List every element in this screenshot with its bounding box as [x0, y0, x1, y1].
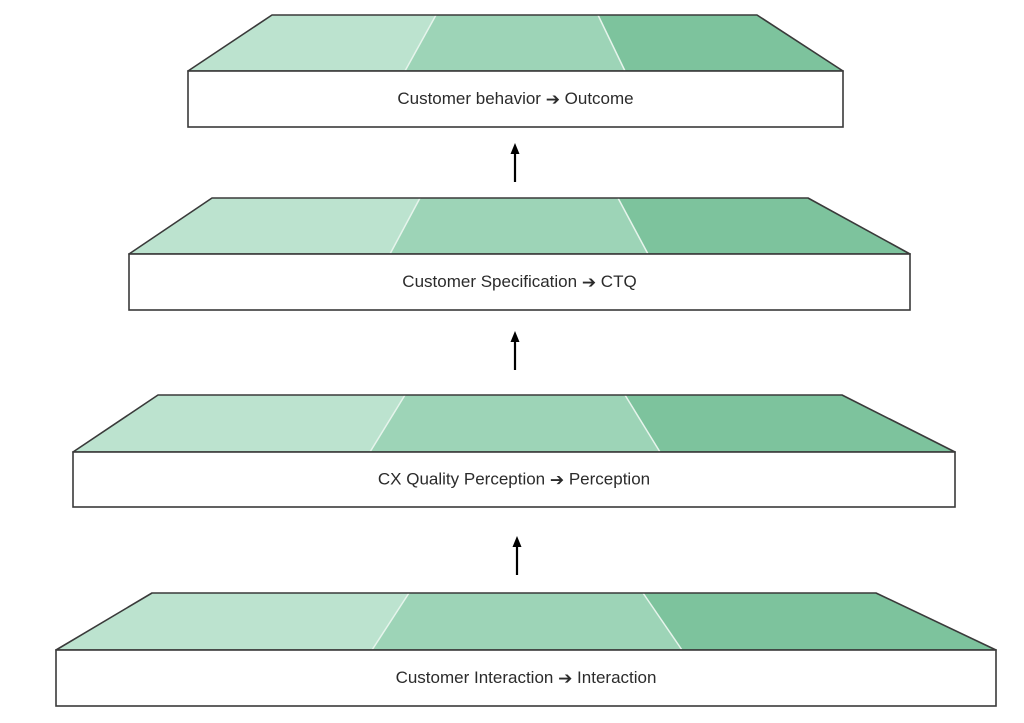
- layer-name: Customer Specification: [402, 272, 582, 291]
- slab-segment-mid: [390, 198, 648, 254]
- slab-segment-light: [188, 15, 436, 71]
- slab-segment-mid: [372, 593, 682, 650]
- segment-divider: [371, 592, 410, 651]
- segment-divider: [624, 394, 661, 453]
- layer-box: [187, 70, 844, 128]
- slab-segment-light: [129, 198, 420, 254]
- layer-box: [128, 253, 911, 311]
- slab-segment-dark: [643, 593, 996, 650]
- segment-divider: [617, 197, 649, 255]
- slab-segment-dark: [618, 198, 910, 254]
- right-arrow-icon: ➔: [582, 273, 596, 293]
- layer-1: Customer behavior ➔ Outcome: [187, 14, 844, 128]
- layer-result: Perception: [564, 470, 650, 489]
- layer-name: Customer Interaction: [396, 668, 559, 687]
- layer-2: Customer Specification ➔ CTQ: [128, 197, 911, 311]
- layer-result: Interaction: [572, 668, 656, 687]
- layer-box: [55, 649, 997, 707]
- slab-segment-mid: [370, 395, 660, 452]
- layer-label: CX Quality Perception ➔ Perception: [378, 470, 650, 491]
- right-arrow-icon: ➔: [546, 90, 560, 110]
- right-arrow-icon: ➔: [558, 669, 572, 689]
- segment-divider: [369, 394, 406, 453]
- layer-name: CX Quality Perception: [378, 470, 550, 489]
- segment-divider: [597, 14, 626, 72]
- slab-segment-light: [73, 395, 405, 452]
- layer-4: Customer Interaction ➔ Interaction: [55, 592, 997, 707]
- slab-segment-mid: [405, 15, 625, 71]
- slab-segment-light: [56, 593, 409, 650]
- layer-label: Customer Interaction ➔ Interaction: [396, 668, 657, 689]
- layer-result: CTQ: [596, 272, 637, 291]
- right-arrow-icon: ➔: [550, 471, 564, 491]
- segment-divider: [389, 197, 421, 255]
- layer-label: Customer behavior ➔ Outcome: [397, 89, 633, 110]
- layer-label: Customer Specification ➔ CTQ: [402, 272, 636, 293]
- layer-box: [72, 451, 956, 508]
- slab-segment-dark: [598, 15, 843, 71]
- layer-result: Outcome: [560, 89, 634, 108]
- up-arrow-icon: [512, 536, 522, 575]
- segment-divider: [404, 14, 437, 72]
- layer-name: Customer behavior: [397, 89, 545, 108]
- connector-arrows: [510, 143, 522, 575]
- layer-3: CX Quality Perception ➔ Perception: [72, 394, 956, 508]
- up-arrow-icon: [510, 143, 520, 182]
- segment-divider: [642, 592, 683, 651]
- up-arrow-icon: [510, 331, 520, 370]
- slab-segment-dark: [625, 395, 955, 452]
